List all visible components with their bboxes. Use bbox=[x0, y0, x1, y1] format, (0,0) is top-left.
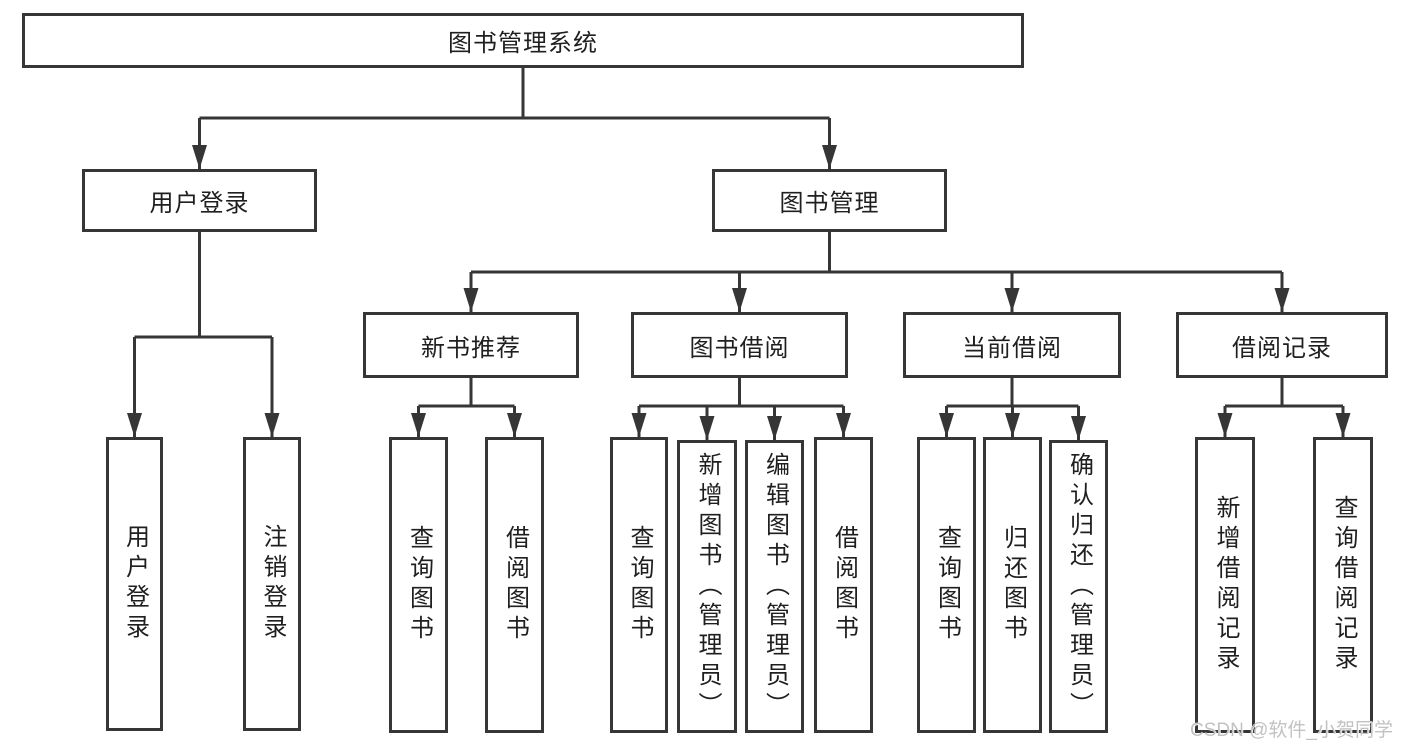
node-new-book-recommend-label: 新书推荐 bbox=[421, 334, 521, 362]
leaf-add-books-admin: 新增图书（管理员） bbox=[677, 440, 737, 733]
node-current-borrowing: 当前借阅 bbox=[903, 312, 1121, 378]
node-book-borrowing-label: 图书借阅 bbox=[689, 334, 790, 362]
csdn-watermark: CSDN @软件_小贺同学 bbox=[1190, 720, 1393, 741]
node-book-management-label: 图书管理 bbox=[779, 190, 880, 217]
leaf-label: 借阅图书 bbox=[501, 525, 529, 645]
node-current-borrowing-label: 当前借阅 bbox=[962, 334, 1062, 362]
leaf-borrow-books-recommend: 借阅图书 bbox=[485, 437, 544, 733]
leaf-label: 归还图书 bbox=[999, 525, 1027, 645]
leaf-label: 注销登录 bbox=[259, 524, 286, 644]
node-root: 图书管理系统 bbox=[22, 13, 1024, 68]
leaf-label: 借阅图书 bbox=[830, 525, 858, 645]
leaf-return-books: 归还图书 bbox=[983, 437, 1042, 733]
leaf-add-borrow-record: 新增借阅记录 bbox=[1195, 437, 1255, 733]
leaf-query-borrow-record: 查询借阅记录 bbox=[1313, 437, 1373, 733]
node-borrowing-records: 借阅记录 bbox=[1176, 312, 1388, 378]
leaf-query-books-recommend: 查询图书 bbox=[389, 437, 448, 733]
leaf-label: 新增图书（管理员） bbox=[694, 451, 721, 722]
leaf-confirm-return-admin: 确认归还（管理员） bbox=[1049, 440, 1108, 733]
leaf-label: 查询图书 bbox=[626, 525, 653, 645]
leaf-edit-books-admin: 编辑图书（管理员） bbox=[745, 440, 804, 733]
node-book-management: 图书管理 bbox=[712, 169, 947, 232]
leaf-label: 确认归还（管理员） bbox=[1065, 451, 1093, 722]
leaf-label: 用户登录 bbox=[121, 524, 149, 644]
leaf-query-books-current: 查询图书 bbox=[917, 437, 976, 733]
leaf-query-books-borrowing: 查询图书 bbox=[610, 437, 668, 733]
node-new-book-recommend: 新书推荐 bbox=[363, 312, 579, 378]
node-borrowing-records-label: 借阅记录 bbox=[1232, 334, 1332, 362]
branch-rails bbox=[134, 68, 1343, 408]
node-user-login: 用户登录 bbox=[82, 169, 317, 232]
node-root-label: 图书管理系统 bbox=[448, 30, 598, 57]
leaf-label: 查询图书 bbox=[933, 525, 961, 645]
leaf-label: 新增借阅记录 bbox=[1212, 495, 1239, 675]
node-user-login-label: 用户登录 bbox=[149, 190, 250, 217]
leaf-user-login: 用户登录 bbox=[106, 437, 163, 731]
leaf-borrow-books: 借阅图书 bbox=[814, 437, 873, 733]
leaf-logout-login: 注销登录 bbox=[243, 437, 301, 731]
leaf-label: 编辑图书（管理员） bbox=[761, 451, 789, 722]
node-book-borrowing: 图书借阅 bbox=[631, 312, 848, 378]
leaf-label: 查询借阅记录 bbox=[1330, 495, 1357, 675]
leaf-label: 查询图书 bbox=[405, 525, 433, 645]
